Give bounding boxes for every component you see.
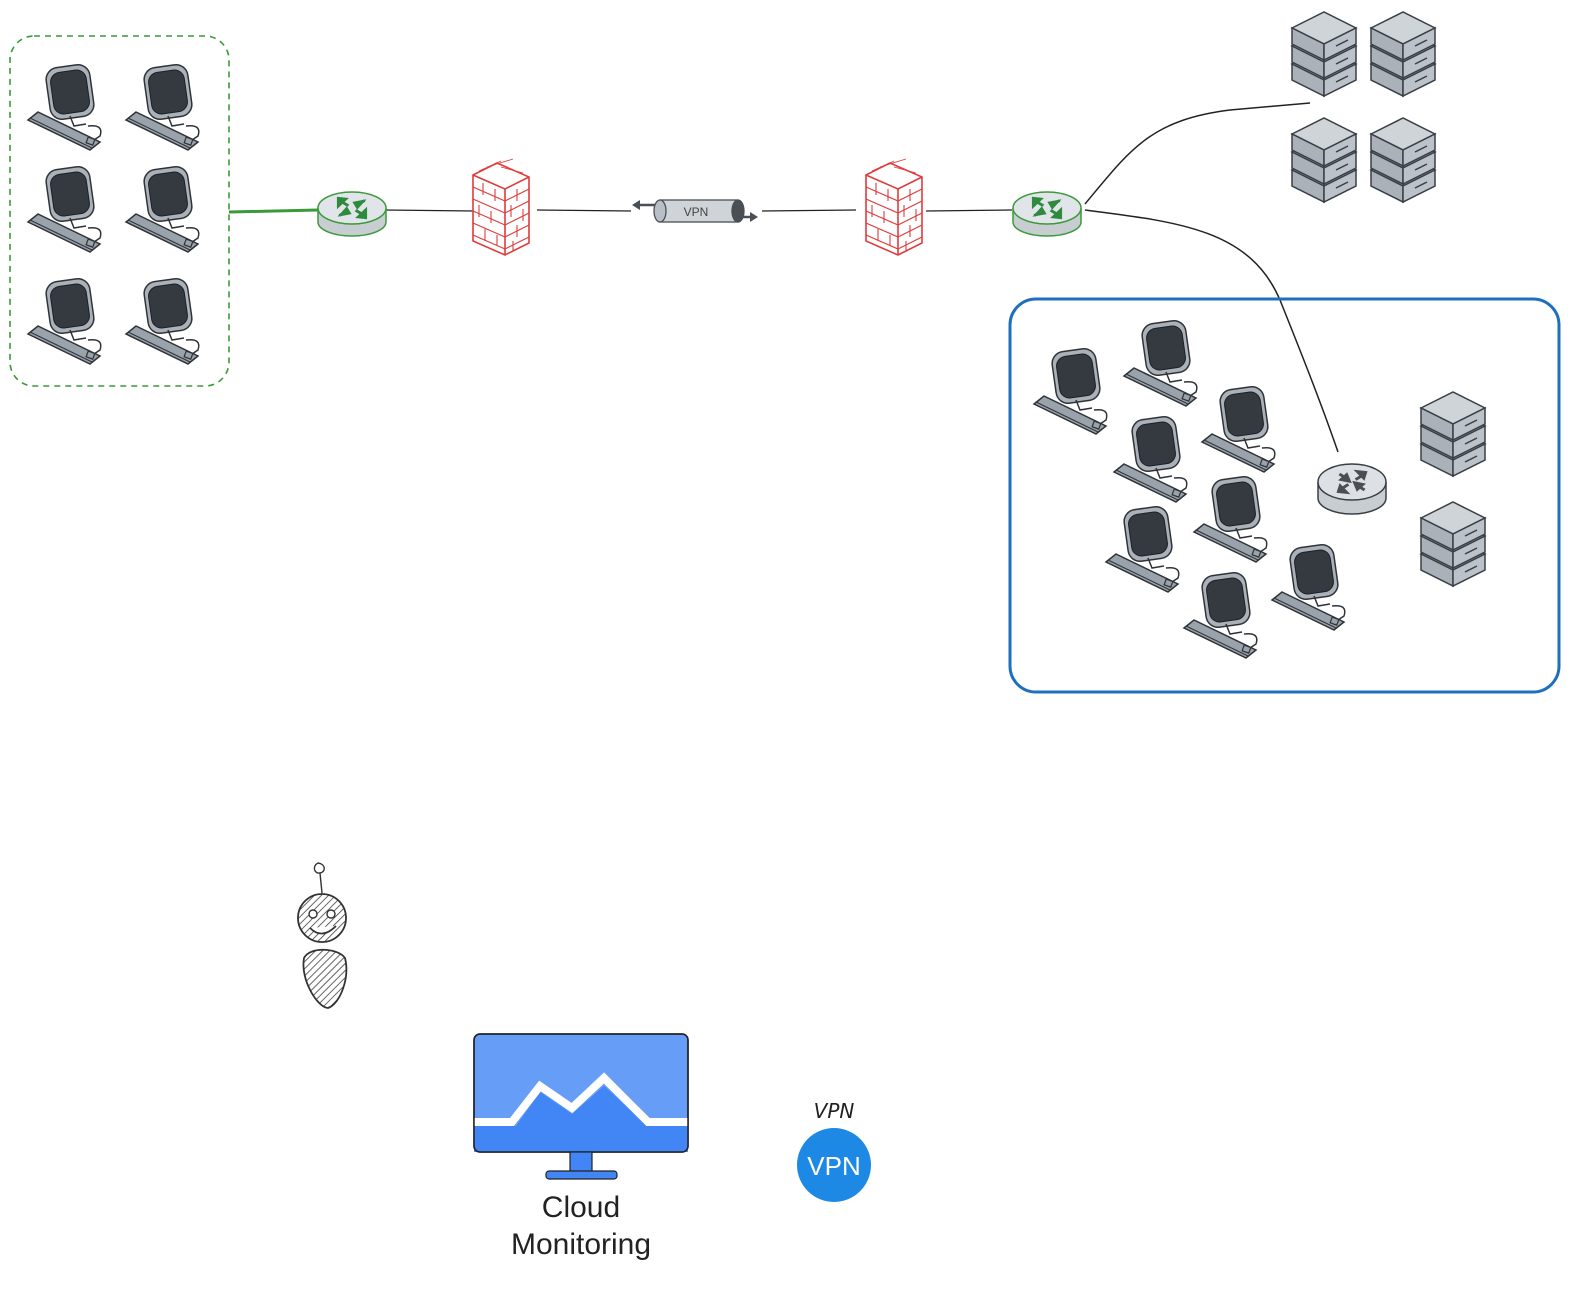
workstation-icon (1113, 414, 1188, 503)
link-router-servers (1084, 102, 1311, 205)
connection-lines (228, 102, 1339, 453)
workstation-icon (27, 276, 102, 365)
vpn-tunnel-label: VPN (684, 205, 709, 219)
vpn-tunnel: VPN (632, 199, 758, 223)
server-stack-icon (1421, 502, 1485, 586)
local-link (228, 208, 319, 214)
workstation-icon (1033, 346, 1108, 435)
vpn-badge-label: VPN (807, 1151, 860, 1181)
workstation-icon (1271, 542, 1346, 631)
workstation-icon (125, 164, 200, 253)
remote-router (1012, 191, 1082, 237)
local-router (317, 191, 387, 237)
cloud-monitoring: Cloud Monitoring (473, 1033, 689, 1261)
server-stack-icon (1292, 118, 1356, 202)
cloud-monitoring-label-line2: Monitoring (511, 1228, 651, 1261)
workstation-icon (1105, 504, 1180, 593)
cloud-monitoring-label-line1: Cloud (542, 1191, 620, 1224)
local-workstations (27, 62, 200, 365)
person-sketch-icon (297, 862, 348, 1009)
remote-network-group (1008, 297, 1561, 694)
workstation-icon (1193, 474, 1268, 563)
link-router-remote (1084, 209, 1339, 453)
link-firewall-vpn (536, 209, 632, 212)
firewall-icon (472, 158, 530, 256)
vpn-badge-icon (797, 1128, 871, 1202)
link-router-firewall (384, 209, 474, 212)
server-stack-icon (1292, 12, 1356, 96)
workstation-icon (1183, 570, 1258, 659)
server-stack-icon (1371, 12, 1435, 96)
server-stack-icon (1421, 392, 1485, 476)
server-farm (1292, 12, 1435, 202)
remote-servers (1421, 392, 1485, 586)
vpn-badge: VPN VPN (797, 1099, 871, 1202)
workstation-icon (125, 62, 200, 151)
workstation-icon (125, 276, 200, 365)
server-stack-icon (1371, 118, 1435, 202)
link-firewall-router (925, 209, 1013, 212)
workstation-icon (27, 164, 102, 253)
remote-workstations (1033, 318, 1346, 659)
remote-router-grey (1317, 463, 1387, 515)
firewall-icon (865, 158, 923, 256)
workstation-icon (1123, 318, 1198, 407)
workstation-icon (27, 62, 102, 151)
workstation-icon (1201, 384, 1276, 473)
cloud-monitoring-icon (473, 1033, 689, 1180)
link-vpn-firewall (761, 209, 857, 212)
local-workstation-group (9, 35, 230, 387)
vpn-badge-caption: VPN (814, 1099, 855, 1123)
